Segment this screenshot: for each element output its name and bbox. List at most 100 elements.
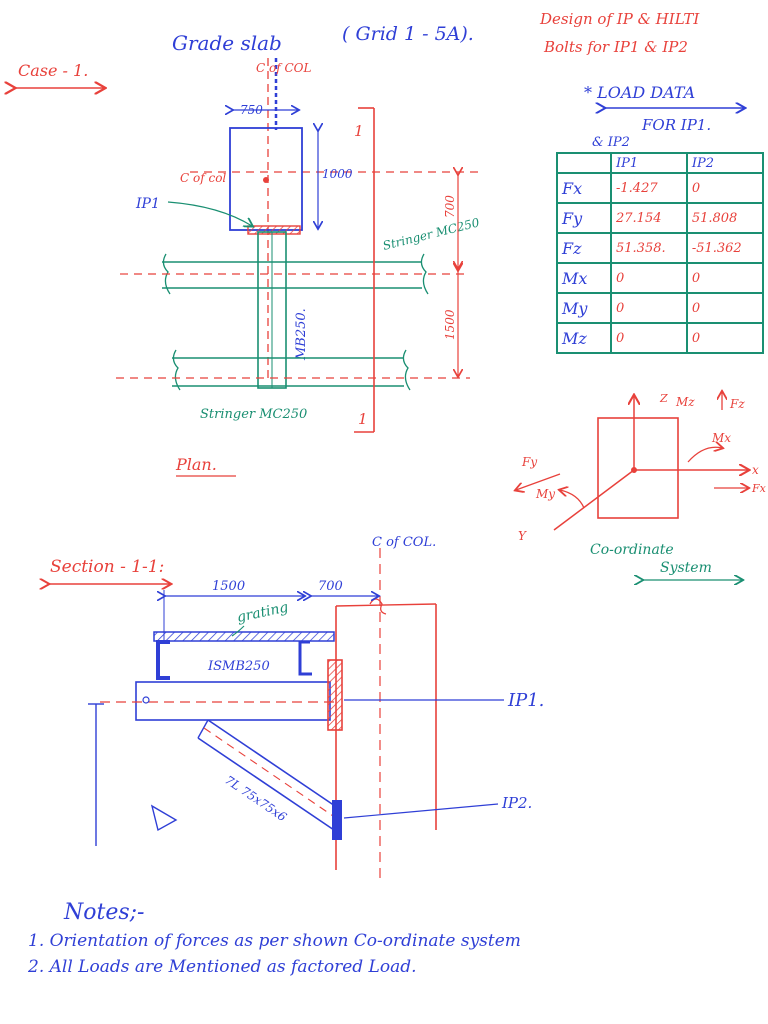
load-table-header-ip1: IP1: [610, 152, 688, 174]
stringer-bottom-break-left: [172, 349, 181, 391]
table-row: Mz 0 0: [556, 322, 765, 354]
ip1-plan-label: IP1: [135, 196, 160, 212]
coord-fy-arrow: [516, 473, 561, 490]
main-beam: [135, 681, 331, 721]
load-row-ip2: -51.362: [685, 232, 765, 264]
load-row-ip2: 0: [685, 292, 765, 324]
stringer-top-break-right: [420, 253, 429, 295]
load-table-header-row: IP1 IP2: [556, 152, 765, 174]
brace-top-cap: [197, 719, 209, 739]
section-marker-bottom: 1: [358, 410, 368, 428]
notes-section: Notes;- 1. Orientation of forces as per …: [28, 900, 768, 1010]
load-row-ip1: 27.154: [610, 202, 688, 234]
section-title: Section - 1-1:: [50, 557, 164, 577]
grating-leader: [231, 625, 245, 637]
load-row-label: My: [556, 292, 612, 324]
section-view: Section - 1-1: C of COL. 1500 700 gratin…: [48, 535, 544, 880]
load-data-table-wrap: IP1 IP2 Fx -1.427 0 Fy 27.154 51.808 Fz …: [556, 152, 765, 354]
ip2-section-leader: [343, 803, 499, 819]
coord-x-label: x: [752, 463, 759, 477]
section-col-centerline-label: C of COL.: [372, 535, 436, 550]
dim-700-text: 700: [443, 195, 457, 218]
plan-view: C of COL C of col 750 1000 IP1 MB250. St…: [116, 58, 481, 477]
channel-left: [156, 640, 170, 680]
ip2-section-plate: [332, 800, 342, 840]
ip1-section-plate: [327, 659, 343, 731]
load-row-ip2: 0: [685, 322, 765, 354]
table-row: Fz 51.358. -51.362: [556, 232, 765, 264]
load-data-header: * LOAD DATA FOR IP1. & IP2: [584, 83, 744, 150]
coord-caption-2: System: [660, 560, 712, 576]
load-data-table: IP1 IP2 Fx -1.427 0 Fy 27.154 51.808 Fz …: [556, 152, 765, 354]
load-row-label: Fy: [556, 202, 612, 234]
coord-mx-label: Mx: [711, 431, 731, 445]
grid-label: ( Grid 1 - 5A).: [342, 23, 474, 45]
notes-heading: Notes;-: [64, 900, 145, 925]
load-row-ip1: 0: [610, 262, 688, 294]
brace-centerline: [203, 727, 337, 819]
coord-fy-label: Fy: [521, 455, 537, 469]
load-data-title: * LOAD DATA: [584, 83, 695, 102]
load-row-ip1: -1.427: [610, 172, 688, 204]
grade-slab-label: Grade slab: [172, 31, 282, 55]
stringer-bottom-break-right: [402, 349, 411, 391]
load-row-ip1: 51.358.: [610, 232, 688, 264]
coord-mz-label: Mz: [675, 395, 695, 409]
load-data-subtitle-1: FOR IP1.: [641, 116, 711, 134]
coord-z-label: Z: [659, 392, 668, 405]
coord-my-arc: [560, 490, 585, 509]
load-row-label: Fz: [556, 232, 612, 264]
load-row-ip2: 0: [685, 262, 765, 294]
dim-1500-text: 1500: [443, 309, 457, 340]
ip1-plate: [247, 225, 301, 235]
load-row-label: Fx: [556, 172, 612, 204]
level-triangle-symbol: [150, 804, 178, 832]
ip2-section-label: IP2.: [501, 794, 532, 812]
table-row: Mx 0 0: [556, 262, 765, 294]
design-title-line-2: Bolts for IP1 & IP2: [543, 38, 688, 56]
load-row-label: Mx: [556, 262, 612, 294]
load-row-ip1: 0: [610, 322, 688, 354]
load-row-label: Mz: [556, 322, 612, 354]
main-beam-end-point: [142, 696, 150, 704]
table-row: Fy 27.154 51.808: [556, 202, 765, 234]
table-row: My 0 0: [556, 292, 765, 324]
coord-y-label: Y: [518, 529, 527, 543]
dim-750-text: 750: [240, 103, 263, 117]
load-table-header-ip2: IP2: [685, 152, 765, 174]
stringer-bottom-label: Stringer MC250: [200, 407, 307, 422]
coord-caption-1: Co-ordinate: [590, 542, 674, 558]
load-table-header-blank: [556, 152, 612, 174]
plan-caption: Plan.: [175, 455, 217, 474]
ip1-leader: [167, 201, 252, 226]
col-centerline-top-label: C of COL: [256, 61, 311, 75]
coord-mx-arc: [687, 447, 722, 463]
grating: [153, 631, 335, 642]
section-dim-700-text: 700: [318, 579, 343, 594]
load-row-ip2: 0: [685, 172, 765, 204]
beam-ismb-label: ISMB250: [207, 659, 270, 674]
note-line-2: 2. All Loads are Mentioned as factored L…: [28, 957, 417, 977]
coord-my-label: My: [535, 487, 555, 501]
dim-1000-text: 1000: [322, 167, 353, 181]
beam-label: MB250.: [294, 308, 309, 361]
design-title-line-1: Design of IP & HILTI: [539, 10, 700, 28]
column-top-edge: [335, 603, 437, 607]
brace-bottom: [197, 737, 335, 831]
coord-fx-label: Fx: [751, 482, 767, 495]
channel-right: [298, 640, 312, 676]
section-dim-1500-text: 1500: [212, 579, 245, 594]
header: Case - 1. Grade slab ( Grid 1 - 5A). Des…: [14, 10, 700, 88]
col-centerline-left-label: C of col: [180, 171, 226, 185]
ip1-section-label: IP1.: [507, 690, 544, 711]
coord-y-axis: [553, 469, 635, 531]
load-row-ip1: 0: [610, 292, 688, 324]
brace-top: [207, 719, 339, 809]
load-data-subtitle-2: & IP2: [592, 135, 630, 150]
table-row: Fx -1.427 0: [556, 172, 765, 204]
column-center-point: [263, 177, 269, 183]
coord-box: [597, 417, 679, 519]
column-break: [369, 598, 387, 615]
grating-label: grating: [236, 599, 290, 625]
